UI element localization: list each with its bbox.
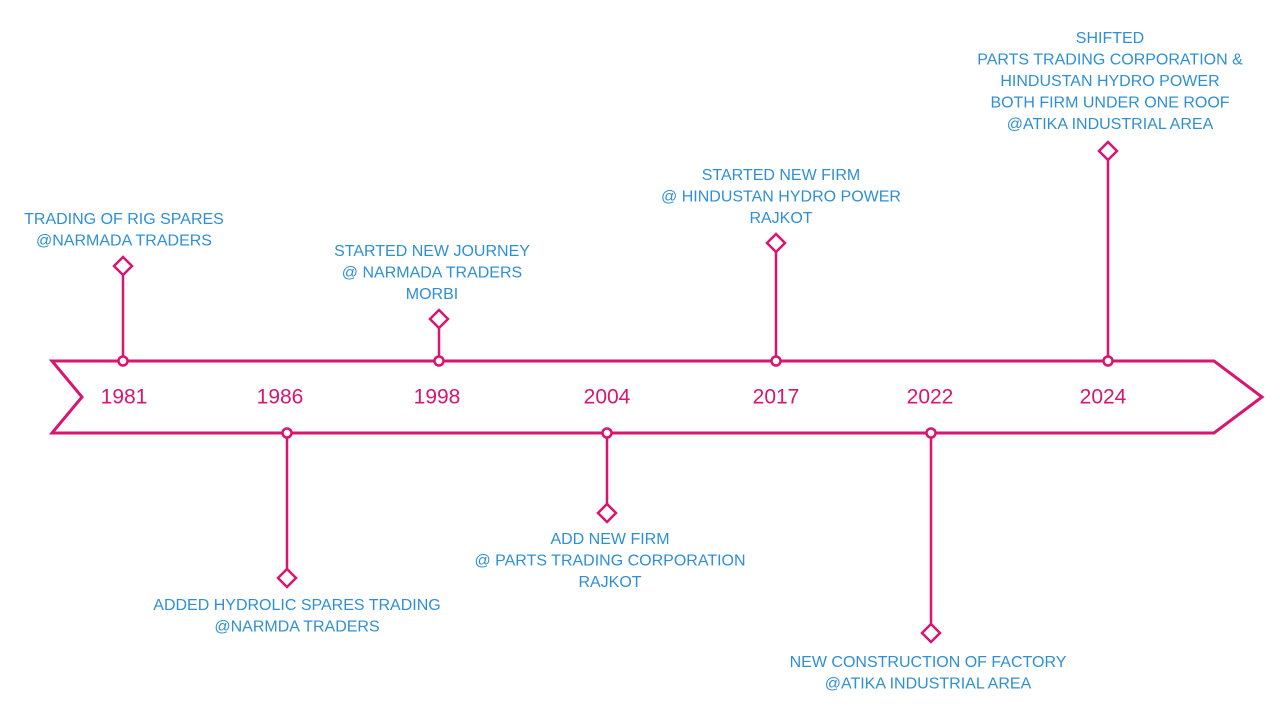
event-description-line: ADD NEW FIRM bbox=[550, 531, 669, 548]
event-description: ADD NEW FIRM @ PARTS TRADING CORPORATION R… bbox=[474, 531, 745, 591]
event-description-line: HINDUSTAN HYDRO POWER bbox=[1000, 73, 1219, 90]
event-description-line: MORBI bbox=[406, 286, 458, 303]
event-description: ADDED HYDROLIC SPARES TRADING @NARMDA TRA… bbox=[153, 597, 440, 636]
event-description-line: SHIFTED bbox=[1076, 30, 1144, 47]
event-diamond-marker bbox=[596, 502, 618, 524]
event-description-line: @NARMADA TRADERS bbox=[36, 233, 212, 250]
timeline-arrow bbox=[48, 359, 1265, 435]
event-connector-dot bbox=[433, 355, 445, 367]
timeline-events: TRADING OF RIG SPARES @NARMADA TRADERS ADD… bbox=[24, 30, 1243, 693]
event-2017: STARTED NEW FIRM @ HINDUSTAN HYDRO POWER R… bbox=[661, 167, 901, 367]
event-1986: ADDED HYDROLIC SPARES TRADING @NARMDA TRA… bbox=[153, 427, 441, 636]
event-description-line: @NARMDA TRADERS bbox=[214, 619, 379, 636]
event-description-line: NEW CONSTRUCTION OF FACTORY bbox=[790, 654, 1067, 671]
event-description: SHIFTED PARTS TRADING CORPORATION & HINDUS… bbox=[977, 30, 1243, 133]
event-description: NEW CONSTRUCTION OF FACTORY @ATIKA INDUST… bbox=[790, 654, 1067, 693]
event-diamond-marker bbox=[276, 567, 298, 589]
event-connector-dot bbox=[281, 427, 293, 439]
event-description-line: TRADING OF RIG SPARES bbox=[24, 211, 224, 228]
event-description-line: RAJKOT bbox=[749, 210, 812, 227]
event-diamond-marker bbox=[920, 622, 942, 644]
event-description-line: STARTED NEW JOURNEY bbox=[334, 243, 530, 260]
year-label-1981: 1981 bbox=[101, 386, 148, 409]
event-description-line: RAJKOT bbox=[578, 574, 641, 591]
event-description: STARTED NEW FIRM @ HINDUSTAN HYDRO POWER R… bbox=[661, 167, 901, 227]
year-label-2024: 2024 bbox=[1080, 386, 1127, 409]
event-connector-dot bbox=[770, 355, 782, 367]
year-labels: 1981 1986 1998 2004 2017 2022 2024 bbox=[101, 386, 1127, 409]
event-description-line: @ NARMADA TRADERS bbox=[342, 265, 522, 282]
event-connector-dot bbox=[601, 427, 613, 439]
year-label-1998: 1998 bbox=[414, 386, 461, 409]
event-description: STARTED NEW JOURNEY @ NARMADA TRADERS MORB… bbox=[334, 243, 530, 303]
event-description-line: ADDED HYDROLIC SPARES TRADING bbox=[153, 597, 440, 614]
event-2004: ADD NEW FIRM @ PARTS TRADING CORPORATION R… bbox=[474, 427, 746, 591]
event-description-line: @ HINDUSTAN HYDRO POWER bbox=[661, 189, 901, 206]
event-diamond-marker bbox=[112, 255, 134, 277]
event-description-line: BOTH FIRM UNDER ONE ROOF bbox=[990, 95, 1229, 112]
event-description-line: @ PARTS TRADING CORPORATION bbox=[474, 553, 745, 570]
event-connector-dot bbox=[1102, 355, 1114, 367]
event-1981: TRADING OF RIG SPARES @NARMADA TRADERS bbox=[24, 211, 224, 367]
year-label-1986: 1986 bbox=[257, 386, 304, 409]
event-1998: STARTED NEW JOURNEY @ NARMADA TRADERS MORB… bbox=[334, 243, 530, 367]
event-connector-dot bbox=[117, 355, 129, 367]
event-description-line: @ATIKA INDUSTRIAL AREA bbox=[825, 676, 1032, 693]
year-label-2017: 2017 bbox=[753, 386, 800, 409]
event-description-line: STARTED NEW FIRM bbox=[702, 167, 861, 184]
event-2022: NEW CONSTRUCTION OF FACTORY @ATIKA INDUST… bbox=[790, 427, 1067, 693]
event-diamond-marker bbox=[1097, 140, 1119, 162]
event-description-line: @ATIKA INDUSTRIAL AREA bbox=[1007, 116, 1214, 133]
event-2024: SHIFTED PARTS TRADING CORPORATION & HINDUS… bbox=[977, 30, 1243, 367]
event-connector-dot bbox=[925, 427, 937, 439]
event-description-line: PARTS TRADING CORPORATION & bbox=[977, 52, 1243, 69]
year-label-2004: 2004 bbox=[584, 386, 631, 409]
event-diamond-marker bbox=[428, 308, 450, 330]
year-label-2022: 2022 bbox=[907, 386, 954, 409]
event-description: TRADING OF RIG SPARES @NARMADA TRADERS bbox=[24, 211, 224, 250]
event-diamond-marker bbox=[765, 232, 787, 254]
